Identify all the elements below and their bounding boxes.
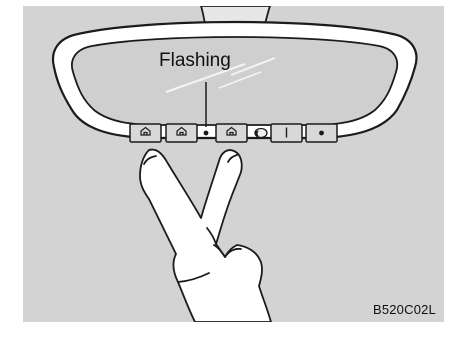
flashing-callout-label: Flashing <box>159 51 231 70</box>
dot-icon <box>319 131 324 136</box>
figure-code: B520C02L <box>373 303 436 316</box>
homelink-button-1[interactable] <box>130 124 161 142</box>
power-button[interactable] <box>271 124 302 142</box>
homelink-button-3[interactable] <box>216 124 247 142</box>
illustration-frame: Flashing B520C02L <box>23 6 444 322</box>
indicator-light <box>204 131 209 136</box>
hand-illustration <box>140 150 271 322</box>
mirror-diagram <box>23 6 444 322</box>
auto-dimming-button[interactable] <box>306 124 337 142</box>
mirror-glass <box>72 37 397 125</box>
auto-dimming-sensor <box>255 129 267 138</box>
homelink-button-2[interactable] <box>166 124 197 142</box>
